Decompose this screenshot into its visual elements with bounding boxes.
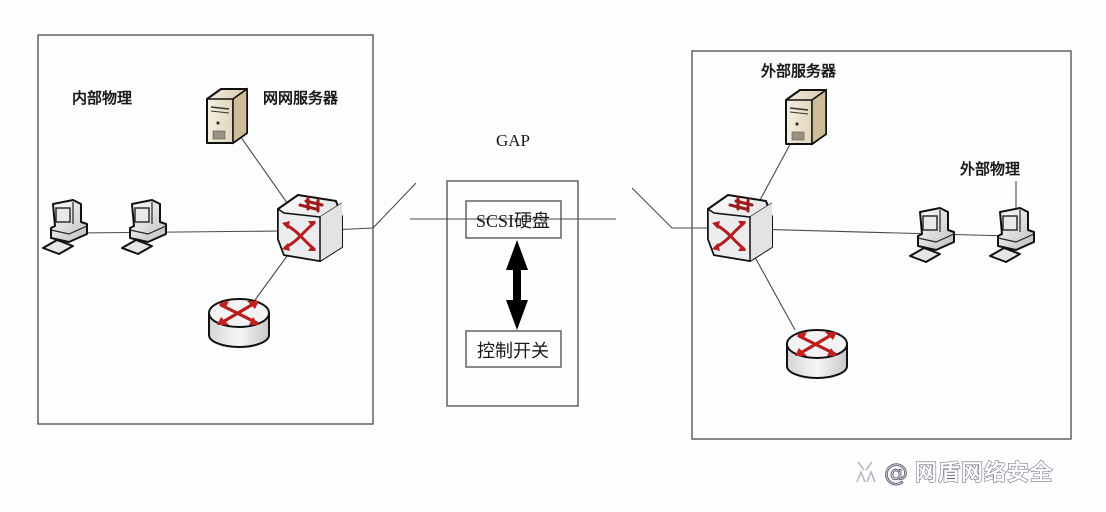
outer-network-label: 外部物理 xyxy=(959,160,1020,178)
wire-switch-to-gap-left xyxy=(329,182,417,231)
gap-frame xyxy=(446,180,579,407)
inner-network-label: 内部物理 xyxy=(72,89,132,107)
inner-network-frame xyxy=(37,34,374,425)
wire-pcs-to-switch xyxy=(74,230,283,234)
outer-server-icon xyxy=(785,89,827,145)
wire-switch-to-router xyxy=(254,251,291,301)
watermark: @ 网盾网络安全 xyxy=(856,458,1053,488)
inner-pc-icon-2 xyxy=(121,199,167,255)
control-switch-box xyxy=(465,330,562,368)
outer-server-label: 外部服务器 xyxy=(760,62,837,80)
scsi-disk-label: SCSI硬盘 xyxy=(476,211,550,231)
control-switch-label: 控制开关 xyxy=(477,341,549,361)
outer-switch-icon xyxy=(706,193,774,263)
inner-switch-icon xyxy=(276,193,344,263)
outer-pc-icon-1 xyxy=(909,207,955,263)
watermark-logo-icon xyxy=(856,461,876,483)
outer-network-frame xyxy=(691,50,1072,440)
inner-pc-icon-1 xyxy=(42,199,88,255)
inner-wires xyxy=(74,115,417,301)
watermark-text: 网盾网络安全 xyxy=(915,460,1053,486)
gap-title: GAP xyxy=(496,131,530,150)
outer-router-icon xyxy=(785,328,849,380)
bidirectional-arrow-icon xyxy=(506,240,528,330)
inner-router-icon xyxy=(207,297,271,349)
wire-gap-right-to-switch xyxy=(631,187,712,229)
outer-wires xyxy=(631,125,1017,331)
inner-server-label: 网网服务器 xyxy=(263,89,339,107)
watermark-at: @ xyxy=(884,459,908,487)
outer-pc-icon-2 xyxy=(989,207,1035,263)
inner-server-icon xyxy=(206,88,248,144)
